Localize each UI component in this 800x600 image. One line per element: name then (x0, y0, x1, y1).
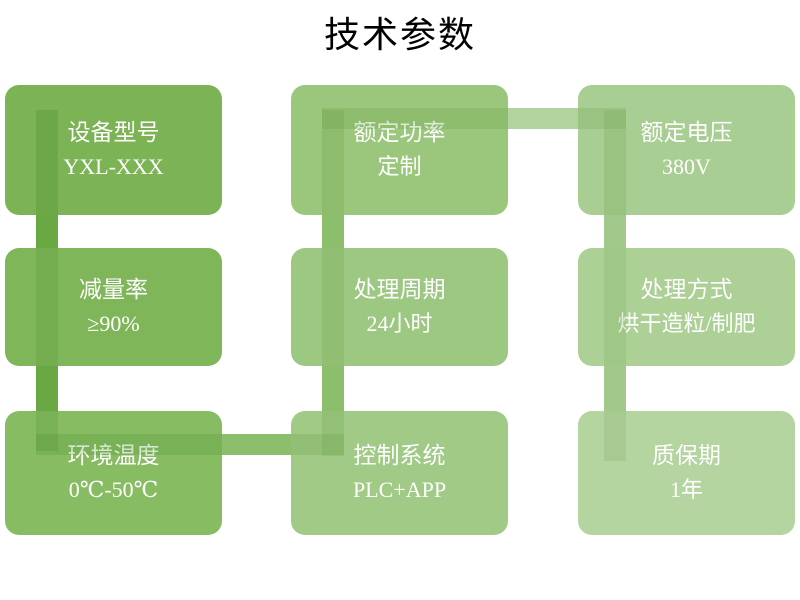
spec-card-treatment-cycle[interactable]: 处理周期 24小时 (291, 248, 508, 366)
spec-card-ambient-temperature[interactable]: 环境温度 0℃-50℃ (5, 411, 222, 535)
spec-card-value: YXL-XXX (63, 154, 164, 179)
page-title: 技术参数 (323, 15, 476, 55)
spec-card-label: 处理周期 (353, 277, 446, 302)
spec-card-value: PLC+APP (352, 477, 447, 502)
spec-card-value: 1年 (669, 477, 703, 502)
connector-horizontal-row-3 (210, 434, 306, 455)
spec-card-value: 380V (662, 154, 711, 179)
spec-card-value: 定制 (377, 154, 422, 179)
spec-card-value: 24小时 (366, 311, 433, 336)
spec-card-label: 质保期 (652, 443, 721, 468)
spec-card-model[interactable]: 设备型号 YXL-XXX (5, 85, 222, 215)
spec-card-label: 减量率 (79, 277, 148, 302)
spec-card-label: 额定电压 (640, 120, 733, 145)
spec-card-control-system[interactable]: 控制系统 PLC+APP (291, 411, 508, 535)
spec-card-reduction-rate[interactable]: 减量率 ≥90% (5, 248, 222, 366)
spec-card-treatment-method[interactable]: 处理方式 烘干造粒/制肥 (578, 248, 795, 366)
spec-card-label: 环境温度 (67, 443, 160, 468)
spec-card-label: 设备型号 (67, 120, 160, 145)
spec-card-warranty[interactable]: 质保期 1年 (578, 411, 795, 535)
spec-card-value: ≥90% (87, 311, 140, 336)
spec-card-rated-voltage[interactable]: 额定电压 380V (578, 85, 795, 215)
connector-horizontal-row-1 (500, 108, 592, 129)
spec-card-value: 0℃-50℃ (68, 477, 159, 502)
spec-card-label: 控制系统 (353, 443, 446, 468)
spec-card-rated-power[interactable]: 额定功率 定制 (291, 85, 508, 215)
spec-card-value: 烘干造粒/制肥 (617, 311, 756, 336)
spec-card-label: 处理方式 (640, 277, 733, 302)
spec-card-label: 额定功率 (353, 120, 446, 145)
